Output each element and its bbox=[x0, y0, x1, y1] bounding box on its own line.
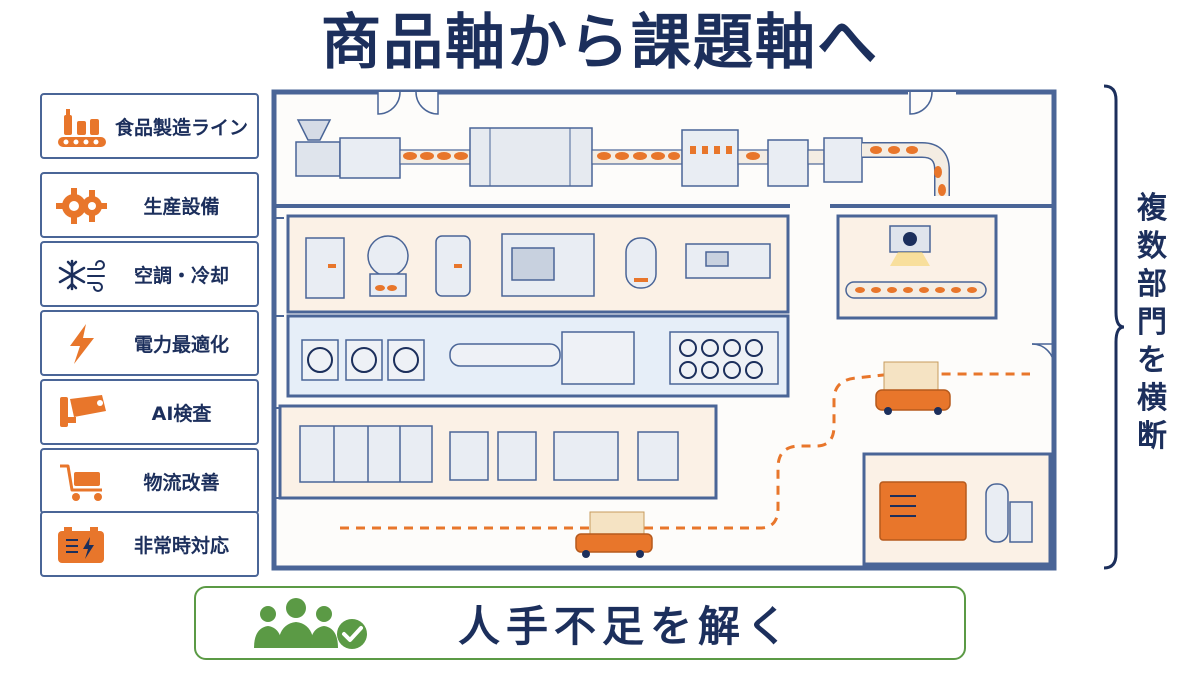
category-label: 空調・冷却 bbox=[133, 264, 229, 287]
category-power-optimization: 電力最適化 bbox=[40, 310, 259, 376]
category-ai-inspection: AI検査 bbox=[40, 379, 259, 445]
category-label: AI検査 bbox=[151, 402, 212, 425]
cart-icon bbox=[60, 464, 102, 501]
agv-robot bbox=[575, 511, 653, 558]
production-equipment bbox=[305, 233, 771, 299]
page-title: 商品軸から課題軸へ bbox=[321, 8, 879, 78]
labor-shortage-banner: 人手不足を解く bbox=[194, 586, 966, 660]
inspection-conveyor bbox=[845, 281, 987, 299]
category-label: 食品製造ライン bbox=[114, 116, 248, 139]
security-camera-icon bbox=[60, 395, 106, 427]
lightning-icon bbox=[70, 324, 94, 364]
team-check-icon bbox=[254, 598, 367, 649]
snowflake-wind-icon bbox=[58, 259, 105, 292]
agv-robot bbox=[875, 361, 951, 415]
electrical-equipment bbox=[299, 425, 679, 483]
banner-text: 人手不足を解く bbox=[457, 601, 794, 651]
generator-battery-icon bbox=[58, 527, 104, 563]
cross-department-label: 複 数 部 門 を 横 断 bbox=[1137, 191, 1167, 454]
agv-route bbox=[340, 372, 1030, 530]
category-emergency: 非常時対応 bbox=[40, 511, 259, 577]
category-label: 電力最適化 bbox=[133, 333, 229, 356]
category-food-line: 食品製造ライン bbox=[40, 93, 259, 159]
category-label: 物流改善 bbox=[143, 471, 220, 494]
category-label: 生産設備 bbox=[143, 195, 220, 218]
production-line bbox=[295, 119, 950, 196]
door bbox=[377, 91, 956, 115]
equipment-accents bbox=[328, 264, 648, 291]
bracket-icon bbox=[1103, 84, 1125, 570]
food-production-line-icon bbox=[58, 109, 106, 147]
generator bbox=[879, 481, 1033, 543]
inspection-camera bbox=[889, 225, 931, 266]
category-label: 非常時対応 bbox=[133, 534, 229, 557]
category-logistics: 物流改善 bbox=[40, 448, 259, 514]
gear-icon bbox=[56, 188, 107, 224]
category-production-equipment: 生産設備 bbox=[40, 172, 259, 238]
factory-floor-plan bbox=[271, 89, 1057, 571]
door bbox=[1031, 343, 1055, 368]
category-hvac-cooling: 空調・冷却 bbox=[40, 241, 259, 307]
